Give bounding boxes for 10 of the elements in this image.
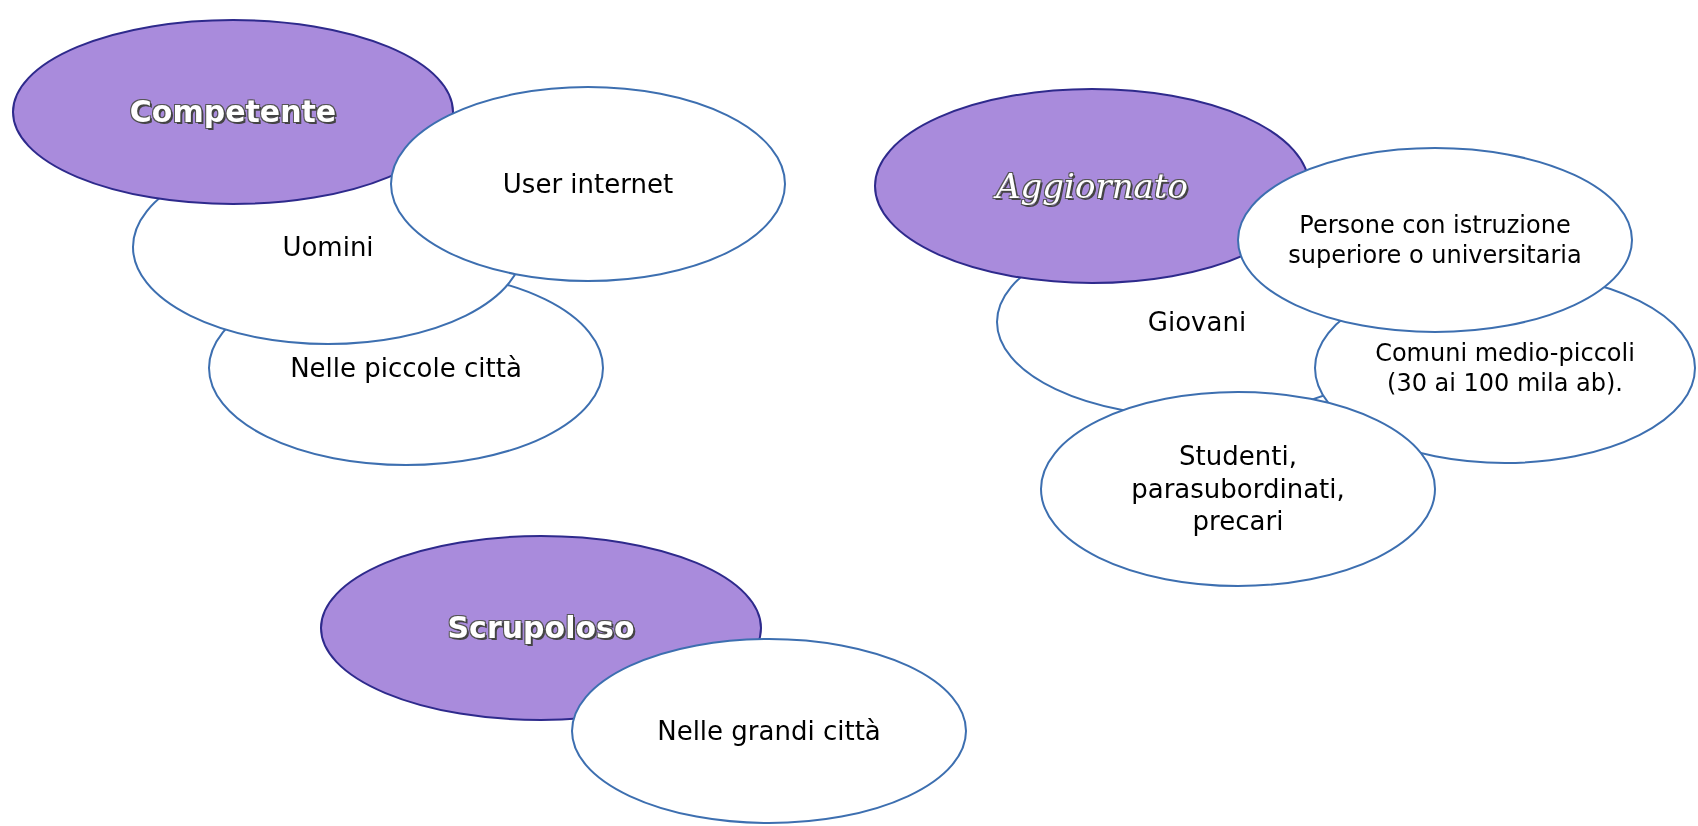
ellipse-label: Nelle piccole città [290, 351, 522, 385]
ellipse-label: Studenti, parasubordinati, precari [1130, 440, 1346, 538]
category-title: Competente [129, 93, 337, 131]
ellipse-label: Giovani [1147, 305, 1247, 339]
ellipse-label: Uomini [282, 230, 374, 264]
ellipse-label: Persone con istruzione superiore o universitaria [1287, 210, 1583, 270]
ellipse-label: User internet [502, 167, 674, 201]
ellipse-label: Nelle grandi città [657, 714, 881, 748]
category-title: Scrupoloso [447, 609, 635, 647]
ellipse-label: Comuni medio-piccoli (30 ai 100 mila ab). [1374, 338, 1636, 398]
